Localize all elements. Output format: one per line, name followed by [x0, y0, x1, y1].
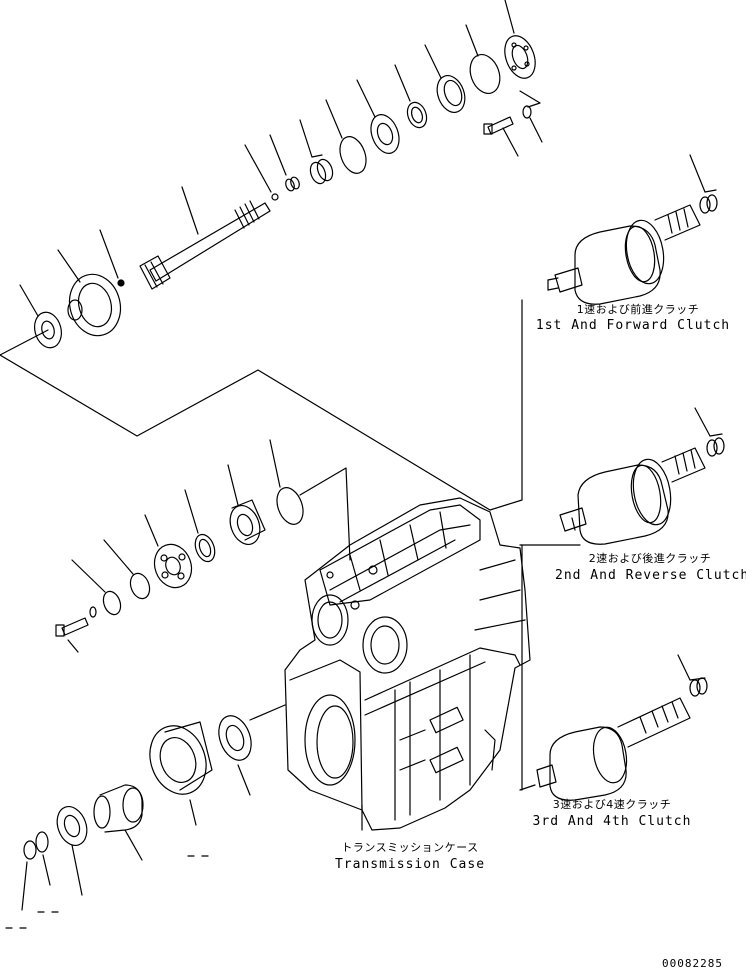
bearing-top	[499, 0, 540, 82]
hub-lower	[94, 785, 143, 860]
bolt-washer-top	[484, 91, 542, 156]
seal-rings-pair	[300, 120, 335, 186]
bearing-lower-left	[52, 802, 92, 895]
upper-main-shaft	[140, 187, 270, 289]
ball-small	[245, 145, 278, 200]
clutch-3-drawing	[520, 545, 707, 800]
snap-ring-top	[465, 25, 505, 98]
dowel-pin	[100, 230, 124, 286]
snap-ring-upper-2	[326, 100, 371, 177]
gear-upper	[58, 250, 127, 341]
clutch-2-label-jp: 2速および後進クラッチ	[588, 552, 712, 565]
lower-left-parts	[6, 705, 285, 928]
clutch-2-drawing	[520, 408, 724, 545]
drawing-number: 00082285	[662, 957, 723, 970]
seal-top	[425, 45, 470, 116]
gear-middle	[145, 515, 197, 593]
case-label-jp: トランスミッションケース	[341, 841, 479, 854]
bolt-middle	[56, 607, 96, 652]
clutch-3-label-en: 3rd And 4th Clutch	[532, 814, 692, 829]
bearing-upper-2	[357, 80, 404, 157]
upper-shaft-assembly	[0, 0, 542, 510]
small-rings	[270, 135, 301, 192]
clutch-1-label-jp: 1速および前進クラッチ	[576, 303, 700, 316]
spacer-top	[395, 65, 430, 130]
left-middle-parts	[56, 440, 350, 652]
washer-middle	[185, 490, 218, 564]
spacer-middle	[104, 540, 153, 601]
transmission-case-drawing	[285, 498, 530, 830]
case-label-en: Transmission Case	[334, 857, 486, 872]
clutch-1-label-en: 1st And Forward Clutch	[535, 318, 731, 333]
snap-ring-middle	[270, 440, 308, 528]
plate-middle	[72, 560, 124, 617]
clutch-2-label-en: 2nd And Reverse Clutch	[555, 568, 746, 583]
clutch-3-label-jp: 3速および4速クラッチ	[552, 798, 672, 811]
bearing-upper-left	[20, 285, 65, 351]
tapered-bearing-lower	[141, 718, 216, 825]
clutch-1-drawing	[490, 155, 717, 510]
snap-rings-lower	[22, 832, 50, 910]
bearing-lower-right	[213, 705, 285, 795]
bearing-middle	[225, 465, 265, 549]
ref-dashes	[6, 856, 208, 928]
